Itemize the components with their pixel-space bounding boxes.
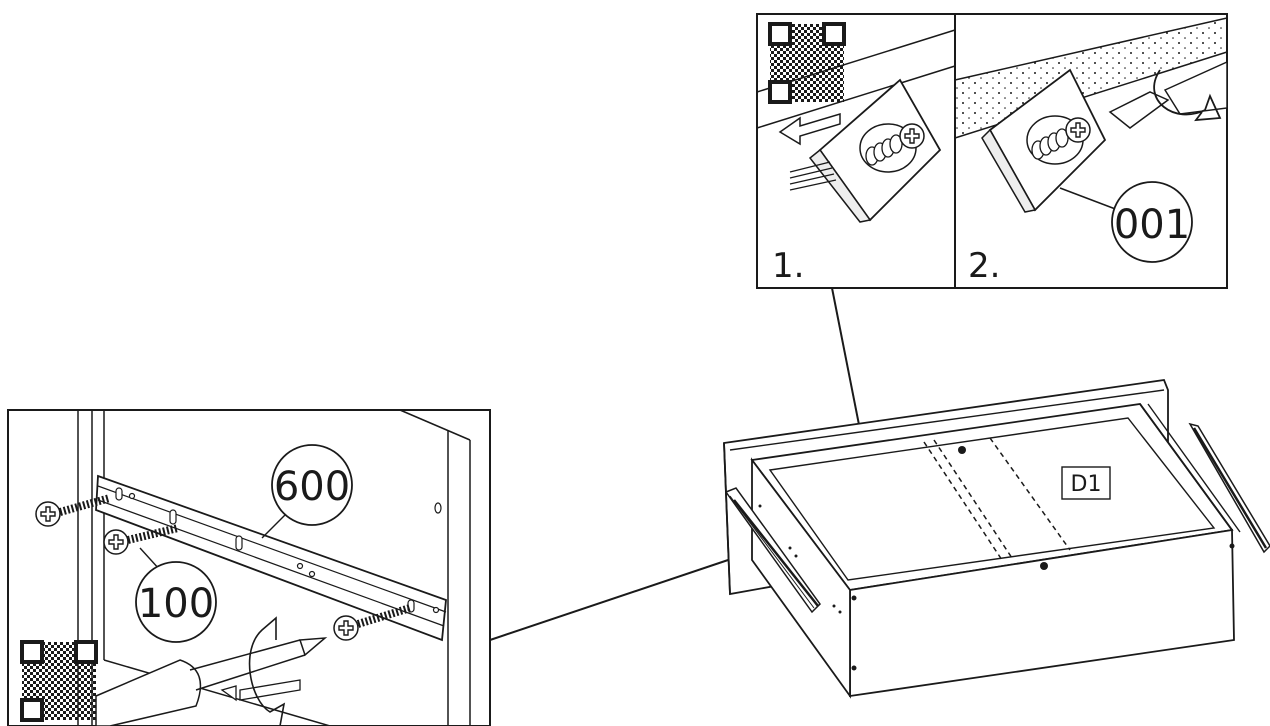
screw-icon [333, 604, 412, 641]
detail-panel-bottom: 600 100 [7, 409, 491, 726]
screw-icon [35, 494, 112, 527]
detail-panel-top: 1. [756, 13, 1228, 289]
screw-icon [865, 123, 925, 166]
drawer-runner [95, 474, 447, 642]
step-2-label: 2. [968, 246, 1000, 286]
arrow-icon [778, 112, 841, 146]
drawer-label: D1 [1071, 472, 1102, 497]
rotate-arrow-icon [1153, 69, 1222, 122]
part-number-600: 600 [274, 464, 350, 510]
drawer-runner-right [1188, 422, 1270, 554]
part-callout-circle [135, 561, 217, 643]
drawer-illustration: D1 [723, 379, 1270, 699]
screw-icon [103, 524, 179, 555]
qr-code-icon [20, 640, 98, 722]
drawer-runner-left [724, 487, 821, 614]
screwdriver-icon [95, 637, 328, 726]
rotate-arrow-icon [248, 616, 286, 726]
screw-icon [1031, 117, 1091, 160]
step-1-illustration: 1. [756, 22, 956, 286]
part-number-100: 100 [138, 581, 214, 627]
part-callout-circle [1111, 181, 1193, 263]
part-callout-circle [271, 444, 353, 526]
part-number-001: 001 [1114, 202, 1190, 248]
leader-arrow-bottom [489, 548, 758, 641]
step-1-label: 1. [772, 246, 804, 286]
corner-bracket [981, 68, 1107, 213]
corner-bracket [789, 78, 942, 223]
step-2-illustration: 001 2. [954, 17, 1228, 286]
qr-code-icon [768, 22, 846, 104]
